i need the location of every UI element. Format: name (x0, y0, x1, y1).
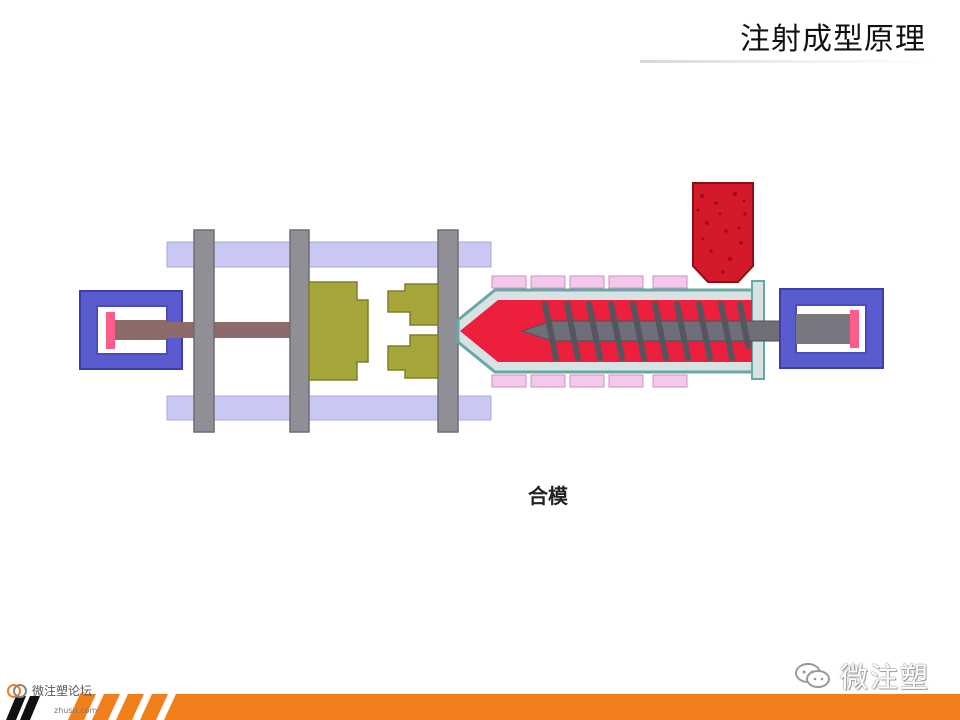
wechat-icon (794, 663, 830, 688)
diagram-caption: 合模 (528, 484, 568, 508)
moving-platen (289, 229, 310, 433)
forum-url: zhusu.com (54, 706, 98, 715)
mold-moving-half (308, 281, 369, 381)
tie-bar-bottom (166, 395, 492, 421)
wechat-name: 微注塑 (839, 661, 930, 694)
title-divider (640, 60, 940, 63)
wechat-watermark: 微注塑 (794, 656, 930, 696)
mold-fixed-half (387, 283, 439, 379)
fixed-platen (437, 229, 459, 433)
rear-platen (193, 229, 215, 433)
forum-watermark: 微注塑论坛 (6, 682, 92, 699)
forum-name: 微注塑论坛 (32, 684, 93, 698)
screw-flights (542, 301, 751, 361)
heater-bands (491, 275, 688, 388)
page-title: 注射成型原理 (740, 22, 926, 57)
hopper (692, 182, 754, 283)
tie-bar-top (166, 241, 492, 268)
forum-logo-icon (7, 683, 27, 698)
clamp-cylinder-left (79, 290, 183, 370)
injection-cylinder-right (779, 288, 884, 369)
footer-chevron-decoration (0, 684, 190, 720)
